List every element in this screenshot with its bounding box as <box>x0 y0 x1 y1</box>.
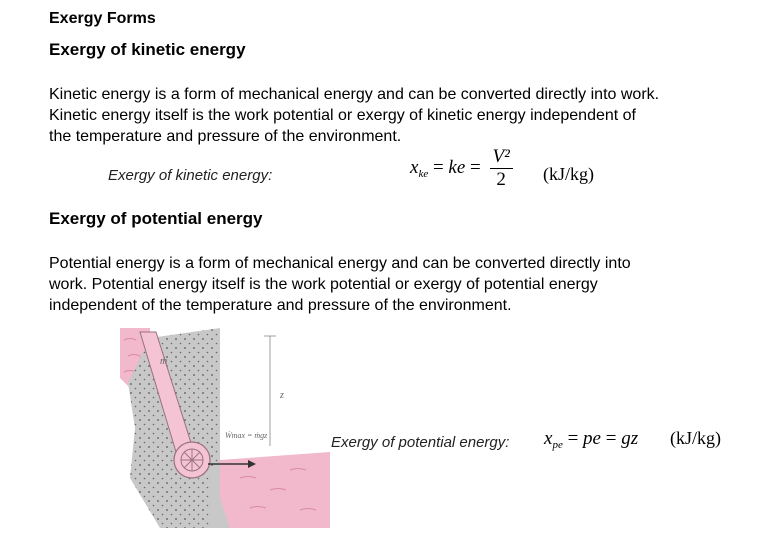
kinetic-line: the temperature and pressure of the envi… <box>49 128 402 145</box>
kinetic-line: Kinetic energy is a form of mechanical e… <box>49 86 660 103</box>
formula-var: x <box>544 428 553 449</box>
formula-fraction: V² 2 <box>489 146 513 191</box>
mass-flow-label: ṁ <box>160 356 167 367</box>
formula-denominator: 2 <box>496 169 506 190</box>
potential-formula: xpe = pe = gz <box>544 428 639 451</box>
potential-paragraph: Potential energy is a form of mechanical… <box>49 253 749 316</box>
kinetic-heading: Exergy of kinetic energy <box>49 40 246 59</box>
work-label: Ẇmax = ṁgz <box>225 431 268 440</box>
formula-mid: pe <box>583 428 601 449</box>
potential-line: work. Potential energy itself is the wor… <box>49 276 598 293</box>
formula-rhs: gz <box>621 428 639 449</box>
height-label: z <box>279 390 284 401</box>
kinetic-paragraph: Kinetic energy is a form of mechanical e… <box>49 84 749 147</box>
kinetic-unit: (kJ/kg) <box>543 164 594 184</box>
kinetic-caption: Exergy of kinetic energy: <box>108 167 273 184</box>
potential-heading: Exergy of potential energy <box>49 209 263 228</box>
potential-line: Potential energy is a form of mechanical… <box>49 255 631 272</box>
formula-var: x <box>410 156 419 178</box>
page-title: Exergy Forms <box>49 10 156 27</box>
kinetic-formula: xke = ke = V² 2 <box>410 146 513 191</box>
formula-sub: pe <box>552 439 563 451</box>
potential-caption: Exergy of potential energy: <box>331 434 510 451</box>
hydro-figure: ṁ z Ẇmax = ṁgz <box>120 328 330 528</box>
formula-mid: ke <box>448 156 466 178</box>
potential-line: independent of the temperature and press… <box>49 297 512 314</box>
formula-sub: ke <box>418 167 429 180</box>
kinetic-line: Kinetic energy itself is the work potent… <box>49 107 636 124</box>
potential-unit: (kJ/kg) <box>670 428 721 448</box>
formula-numerator: V² <box>489 146 513 169</box>
